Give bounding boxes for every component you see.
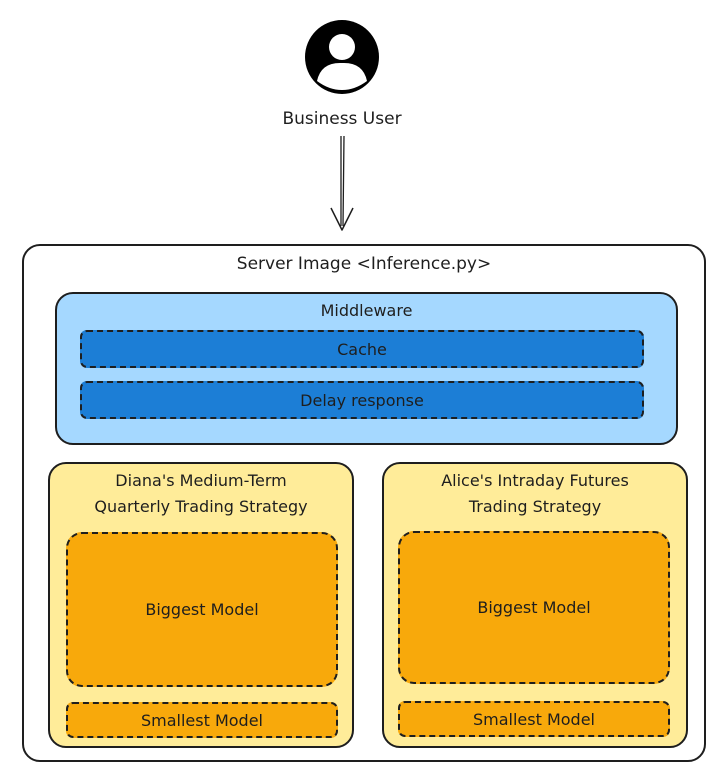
strategy-title-line: Trading Strategy	[468, 497, 602, 516]
flow-arrow	[325, 134, 359, 234]
actor-label: Business User	[282, 109, 402, 129]
strategy-title-line: Diana's Medium-Term	[115, 471, 287, 490]
diana-biggest-model: Biggest Model	[66, 532, 338, 687]
strategy-alice-title: Alice's Intraday Futures Trading Strateg…	[382, 468, 688, 520]
cache-bar: Cache	[80, 330, 644, 368]
model-label: Biggest Model	[477, 598, 591, 617]
delay-response-label: Delay response	[300, 390, 424, 410]
strategy-title-line: Quarterly Trading Strategy	[94, 497, 308, 516]
user-icon	[303, 18, 381, 96]
middleware-container	[55, 292, 678, 445]
model-label: Biggest Model	[145, 600, 259, 619]
alice-biggest-model: Biggest Model	[398, 531, 670, 684]
middleware-title: Middleware	[320, 301, 413, 320]
alice-smallest-model: Smallest Model	[398, 701, 670, 737]
strategy-title-line: Alice's Intraday Futures	[441, 471, 629, 490]
model-label: Smallest Model	[472, 709, 595, 729]
diana-smallest-model: Smallest Model	[66, 702, 338, 738]
delay-response-bar: Delay response	[80, 381, 644, 419]
cache-label: Cache	[337, 339, 387, 359]
server-title: Server Image <Inference.py>	[236, 254, 492, 274]
strategy-diana-title: Diana's Medium-Term Quarterly Trading St…	[48, 468, 354, 520]
model-label: Smallest Model	[140, 710, 263, 730]
